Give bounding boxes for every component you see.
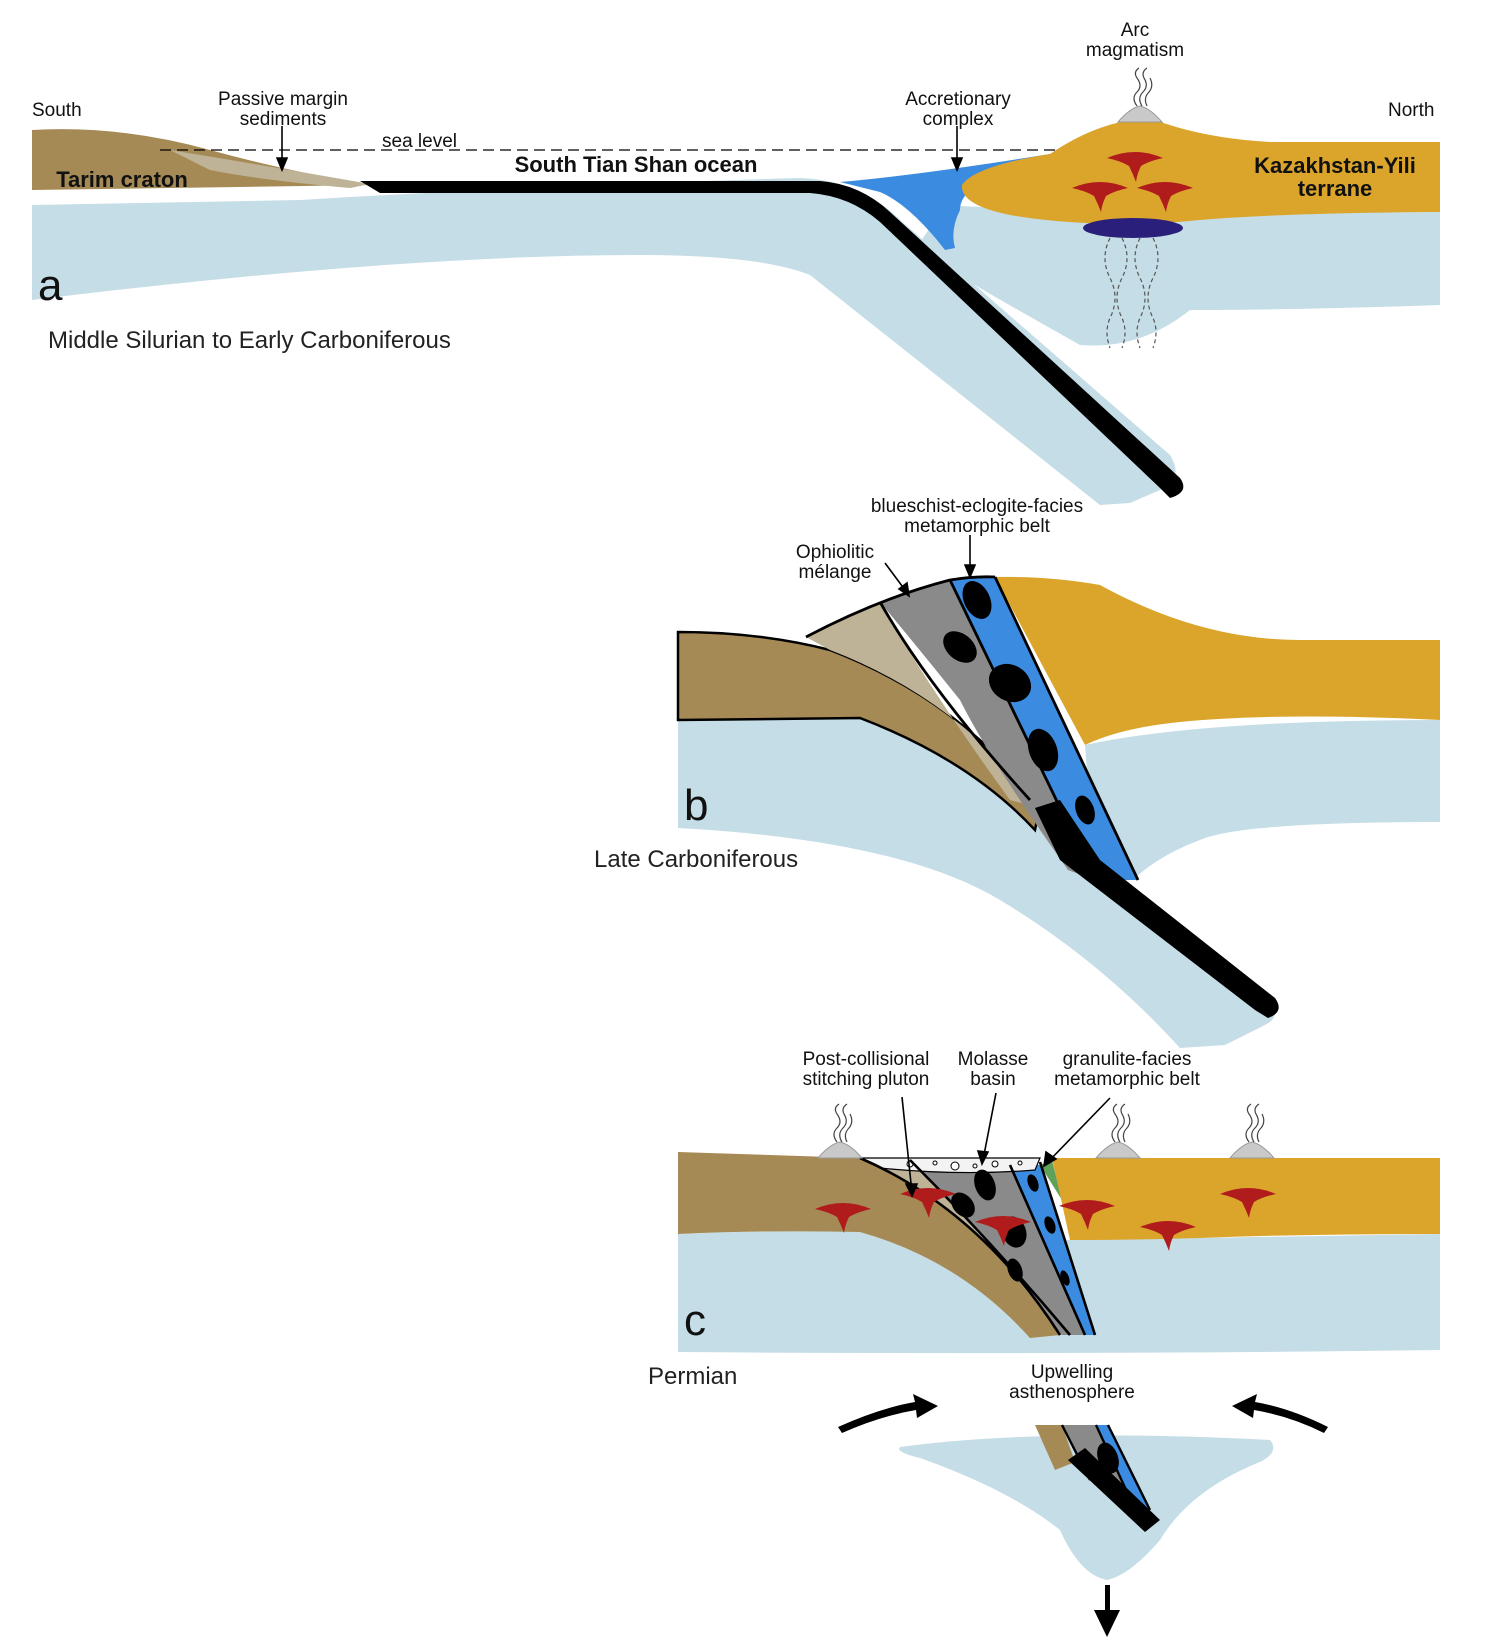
panel-c-period: Permian (648, 1363, 737, 1390)
detached-outlines (1060, 1424, 1152, 1521)
tarim-craton-label: Tarim craton (56, 167, 188, 192)
detached-tarim (1035, 1425, 1075, 1470)
label-arrows-b (884, 535, 977, 598)
passive-margin-sediments (170, 150, 370, 188)
panel-b-period: Late Carboniferous (594, 846, 798, 873)
molasse-clasts (906, 1160, 1023, 1171)
panel-a-period: Middle Silurian to Early Carboniferous (48, 327, 451, 354)
volcano-icon (1095, 1103, 1141, 1159)
tarim-craton-c (678, 1152, 1060, 1338)
sea-level-label: sea level (382, 131, 457, 152)
panel-c-letter: c (684, 1296, 706, 1345)
kazakhstan-yili-terrane (961, 118, 1440, 224)
detached-block (1097, 1442, 1119, 1474)
blueschist-belt-c (1010, 1165, 1095, 1335)
south-label: South (32, 100, 82, 121)
detached-lithosphere (899, 1435, 1274, 1580)
accretionary-complex (840, 154, 1050, 250)
overriding-mantle-b (1085, 720, 1440, 880)
kazakhstan-terrane-b (995, 576, 1440, 745)
right-arrow-icon (1232, 1394, 1328, 1433)
volcano-icon (1229, 1103, 1275, 1159)
down-arrow-icon (1094, 1610, 1120, 1637)
volcano-icon (1117, 67, 1163, 123)
overriding-mantle (915, 205, 1440, 346)
magma-chamber (1083, 218, 1183, 238)
label-arrows-c (901, 1092, 1111, 1198)
label-arrows (275, 126, 964, 173)
oceanic-crust (360, 181, 1184, 498)
ocean-label: South Tian Shan ocean (515, 152, 758, 177)
panel-b-outlines (805, 575, 1140, 881)
north-label: North (1388, 100, 1434, 121)
oceanic-slab-b (1035, 800, 1279, 1018)
subducting-mantle-slab (32, 178, 1176, 505)
down-arrow-shaft (1105, 1585, 1110, 1617)
panel-b-letter: b (684, 781, 708, 830)
upwelling-arrows (838, 1394, 1328, 1637)
panel-a-letter: a (38, 261, 63, 310)
granulite-belt-c (1040, 1160, 1062, 1200)
sediment-wedge-b (806, 602, 1040, 808)
ophiolitic-melange-b (880, 580, 1095, 880)
melange-blocks-b (943, 581, 1096, 868)
subducting-mantle-slab-b (678, 715, 1275, 1048)
volcano-icon (817, 1103, 863, 1159)
panel-c-outlines (859, 1156, 1097, 1336)
left-arrow-icon (838, 1394, 938, 1433)
